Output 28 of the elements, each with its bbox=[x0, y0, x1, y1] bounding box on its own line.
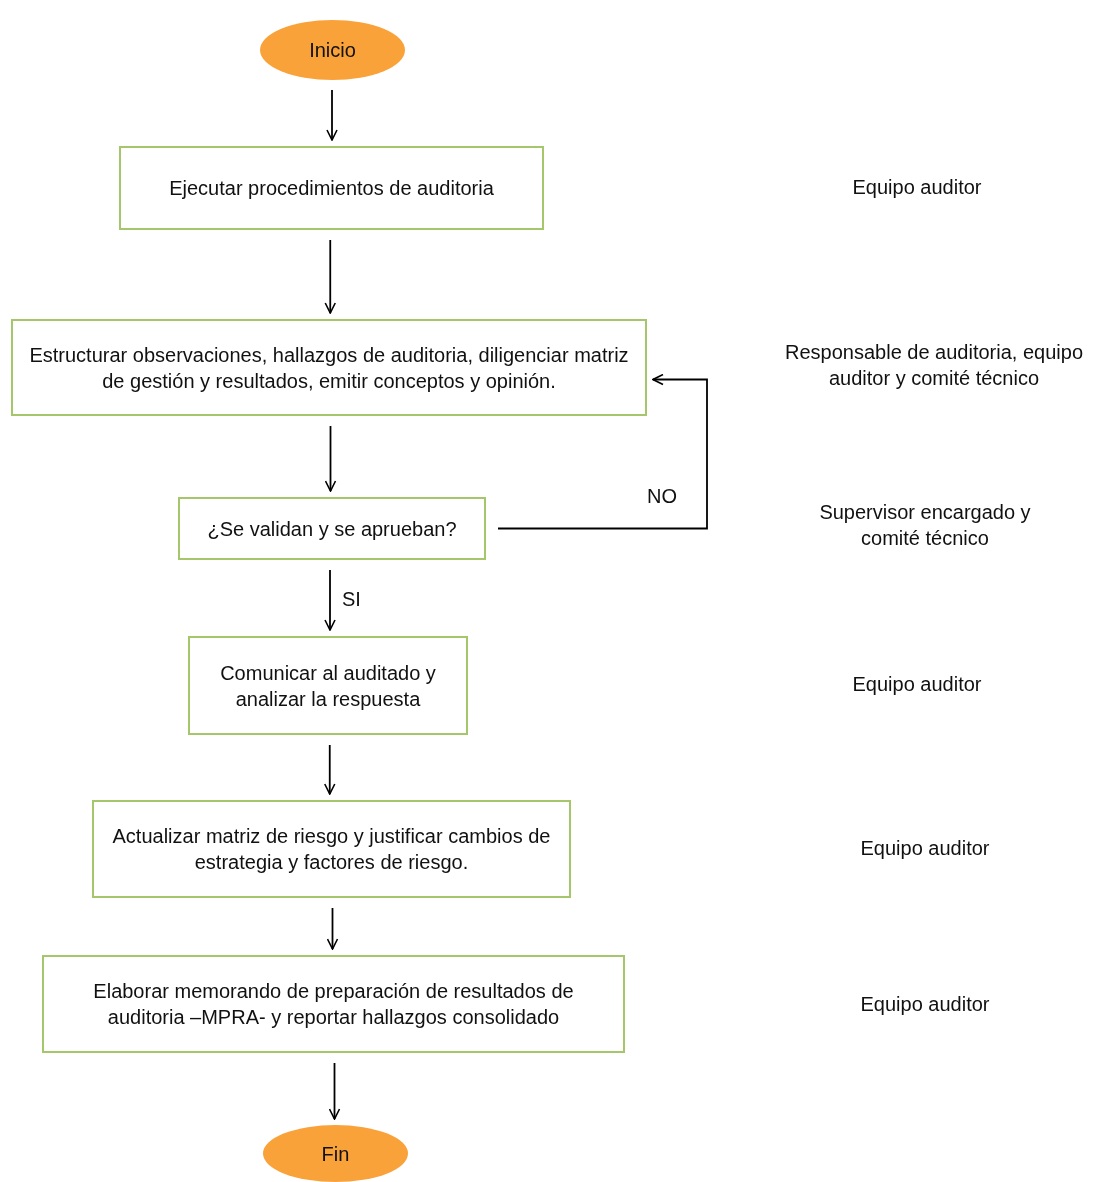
step-text: Ejecutar procedimientos de auditoria bbox=[169, 176, 494, 201]
step-text: Actualizar matriz de riesgo y justificar cambios de estrategia y factores de riesgo. bbox=[111, 824, 552, 875]
responsible-label: Equipo auditor bbox=[851, 175, 983, 200]
arrow bbox=[323, 744, 336, 795]
responsible-label: Equipo auditor bbox=[859, 992, 991, 1017]
arrow bbox=[328, 1062, 341, 1120]
responsible-label: Supervisor encargado y comité técnico bbox=[818, 500, 1032, 551]
process-box bbox=[42, 955, 625, 1053]
arrow bbox=[326, 89, 338, 141]
responsible-label: Equipo auditor bbox=[859, 836, 991, 861]
step-text: Inicio bbox=[309, 38, 356, 63]
step-text: Fin bbox=[321, 1141, 350, 1167]
step-text: Comunicar al auditado y analizar la respuesta bbox=[219, 660, 437, 712]
arrow bbox=[324, 239, 337, 314]
process-box bbox=[188, 636, 468, 735]
responsible-label: Equipo auditor bbox=[851, 672, 983, 697]
arrow bbox=[497, 373, 708, 530]
arrow bbox=[324, 425, 337, 492]
process-box bbox=[11, 319, 647, 416]
arrow bbox=[324, 569, 336, 631]
process-box bbox=[92, 800, 571, 898]
step-text: ¿Se validan y se aprueban? bbox=[207, 516, 457, 542]
step-text: Estructurar observaciones, hallazgos de auditoria, diligenciar matriz de gestión y resultados, emitir conceptos y opinión. bbox=[28, 342, 630, 394]
responsible-label: Responsable de auditoria, equipo auditor y comité técnico bbox=[784, 340, 1084, 391]
step-text: Elaborar memorando de preparación de resultados de auditoria –MPRA- y reportar hallazgos consolidado bbox=[92, 979, 575, 1030]
process-box bbox=[119, 146, 544, 230]
decision-box bbox=[178, 497, 486, 560]
arrow bbox=[326, 907, 339, 950]
